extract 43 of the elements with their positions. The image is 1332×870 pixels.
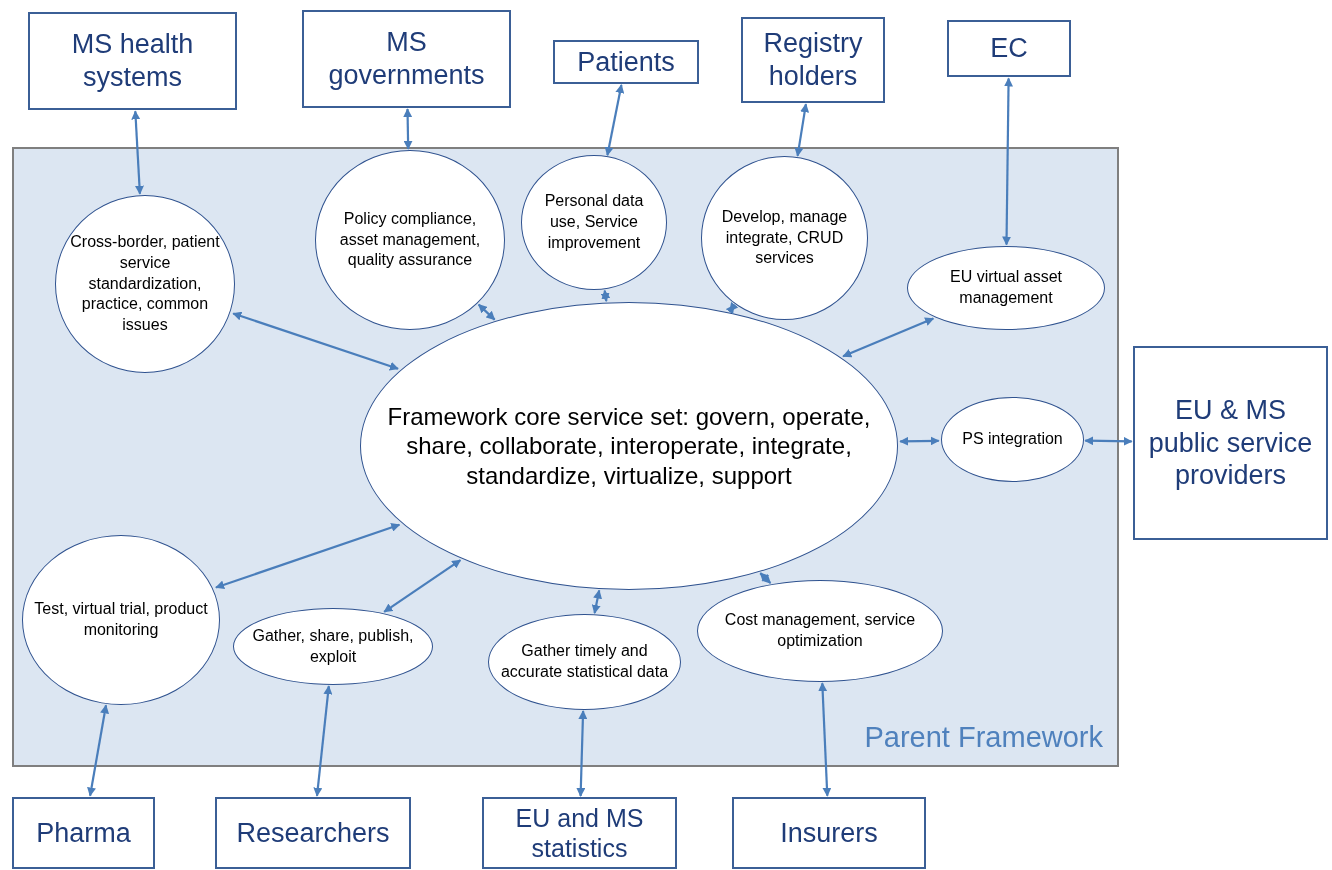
double-arrow (215, 523, 401, 590)
double-arrow (383, 559, 462, 613)
double-arrow (477, 303, 496, 321)
panel-title: Parent Framework (864, 719, 1103, 755)
double-arrow (403, 108, 413, 150)
service-ellipse: Gather, share, publish, exploit (233, 608, 433, 685)
double-arrow (1002, 77, 1013, 246)
framework-panel (12, 147, 1119, 767)
double-arrow (576, 710, 588, 797)
stakeholder-box: EU and MS statistics (482, 797, 677, 869)
double-arrow (600, 289, 611, 303)
double-arrow (1084, 436, 1133, 446)
double-arrow (131, 110, 144, 195)
stakeholder-box: Researchers (215, 797, 411, 869)
stakeholder-box: Pharma (12, 797, 155, 869)
double-arrow (725, 301, 739, 315)
double-arrow (604, 84, 625, 157)
stakeholder-box: EU & MS public service providers (1133, 346, 1328, 540)
stakeholder-box: Insurers (732, 797, 926, 869)
double-arrow (313, 685, 333, 797)
stakeholder-box: MS governments (302, 10, 511, 108)
double-arrow (87, 704, 110, 797)
double-arrow (794, 103, 810, 157)
service-ellipse: Personal data use, Service improvement (521, 155, 667, 290)
double-arrow (232, 311, 399, 371)
stakeholder-box: Registry holders (741, 17, 885, 103)
service-ellipse: Policy compliance, asset management, quality assurance (315, 150, 505, 330)
service-ellipse: Cost management, service optimization (697, 580, 943, 682)
double-arrow (759, 572, 772, 584)
service-ellipse: EU virtual asset management (907, 246, 1105, 330)
double-arrow (818, 682, 832, 797)
service-ellipse: Framework core service set: govern, operate, share, collaborate, interoperate, integrate, standardize, virtualize, support (360, 302, 898, 590)
double-arrow (591, 589, 602, 614)
service-ellipse: PS integration (941, 397, 1084, 482)
service-ellipse: Test, virtual trial, product monitoring (22, 535, 220, 705)
service-ellipse: Gather timely and accurate statistical data (488, 614, 681, 710)
service-ellipse: Develop, manage integrate, CRUD services (701, 156, 868, 320)
double-arrow (842, 317, 935, 358)
double-arrow (899, 436, 940, 446)
stakeholder-box: MS health systems (28, 12, 237, 110)
stakeholder-box: EC (947, 20, 1071, 77)
stakeholder-box: Patients (553, 40, 699, 84)
service-ellipse: Cross-border, patient service standardization, practice, common issues (55, 195, 235, 373)
